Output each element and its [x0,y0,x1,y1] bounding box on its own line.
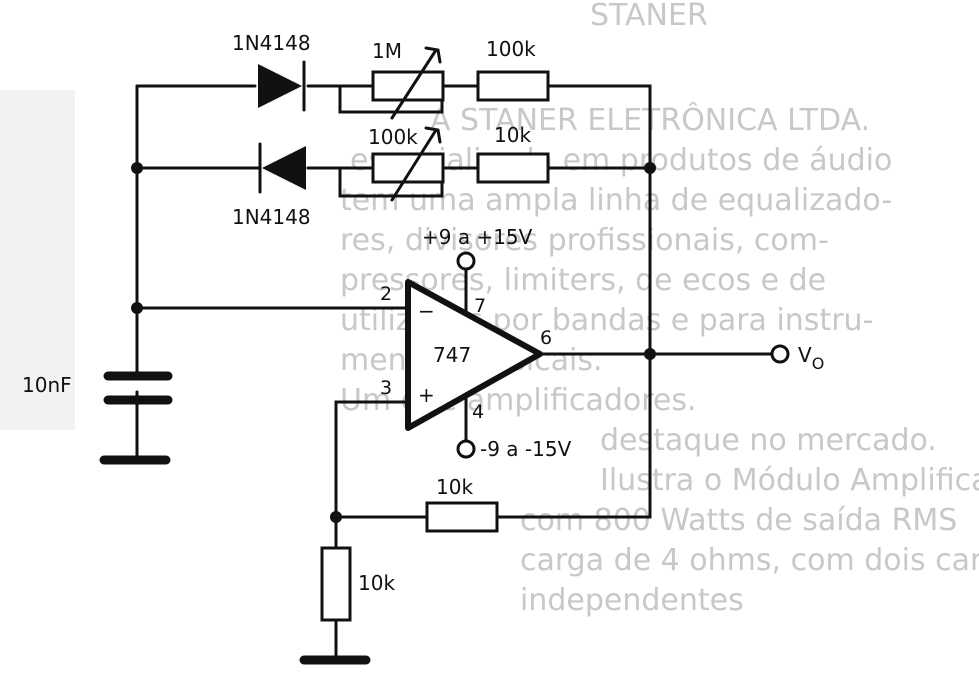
res-100k-label: 100k [486,37,536,61]
junction-left-inverting [131,302,143,314]
background-shading [0,90,75,430]
supply-positive-label: +9 a +15V [422,225,533,249]
supply-negative-terminal [456,439,476,459]
opamp-pin-7: 7 [474,295,486,317]
junction-left-second [131,162,143,174]
diode-top-triangle [258,64,302,108]
resistor-ground: 10k [299,546,395,665]
res-ground-body [320,546,352,622]
opamp-minus-sign: − [418,299,435,323]
res-feedback-body [425,501,499,533]
background-line-3: tem uma ampla linha de equalizado- [340,183,892,218]
background-line-4: res, divisores profissionais, com- [340,223,829,258]
opamp-triangle [405,279,543,431]
resistor-10k-top: 10k [476,123,550,184]
res-10k-top-body [476,152,550,184]
wire-noninverting-input [334,400,410,550]
supply-positive: +9 a +15V [422,225,533,271]
junction-right-second [644,162,656,174]
pot-1m-arrow [390,48,438,120]
opamp-pin-6: 6 [540,327,552,349]
pot-1m-label: 1M [372,39,402,63]
opamp-747: − + 747 2 3 7 4 6 [380,279,552,431]
background-heading: STANER [590,0,708,33]
pot-1m-arrow-head [424,46,442,64]
res-10k-top-label: 10k [494,123,531,147]
res-ground-label: 10k [358,571,395,595]
background-line-12: carga de 4 ohms, com dois canais com [520,543,979,578]
pot-100k-arrow-head [424,126,442,144]
potentiometer-100k: 100k [368,125,445,202]
junction-output [644,348,656,360]
supply-positive-terminal [456,251,476,271]
opamp-pin-2: 2 [380,283,392,305]
junctions [131,162,656,523]
opamp-label: 747 [433,343,471,367]
pot-100k-arrow [390,128,438,202]
supply-negative: -9 a -15V [456,437,572,461]
opamp-plus-sign: + [418,383,435,407]
diode-bottom-label: 1N4148 [232,205,311,229]
junction-feedback [330,511,342,523]
resistor-feedback: 10k [425,475,499,533]
background-line-10: Ilustra o Módulo Amplificador [600,463,979,498]
background-line-9: destaque no mercado. [600,423,937,458]
capacitor-label: 10nF [22,373,72,397]
background-line-11: com 800 Watts de saída RMS [520,503,957,538]
diode-top-label: 1N4148 [232,31,311,55]
res-feedback-label: 10k [436,475,473,499]
opamp-pin-4: 4 [472,401,484,423]
res-100k-body [476,70,550,102]
wire-top-right [546,84,652,356]
pot-100k-body [371,152,445,184]
background-line-13: independentes [520,583,744,618]
potentiometer-1m: 1M [371,39,445,120]
wire-feedback-right [495,352,652,519]
opamp-pin-3: 3 [380,377,392,399]
diode-bottom: 1N4148 [232,142,311,229]
capacitor-10nf: 10nF [22,370,173,465]
supply-negative-label: -9 a -15V [480,437,572,461]
diode-bottom-triangle [262,146,306,190]
pot-100k-label: 100k [368,125,418,149]
output-label: VO [798,343,824,373]
output-terminal: VO [770,343,824,373]
diode-top: 1N4148 [232,31,311,112]
resistor-100k-top: 100k [476,37,550,102]
output-terminal-circle [770,344,790,364]
